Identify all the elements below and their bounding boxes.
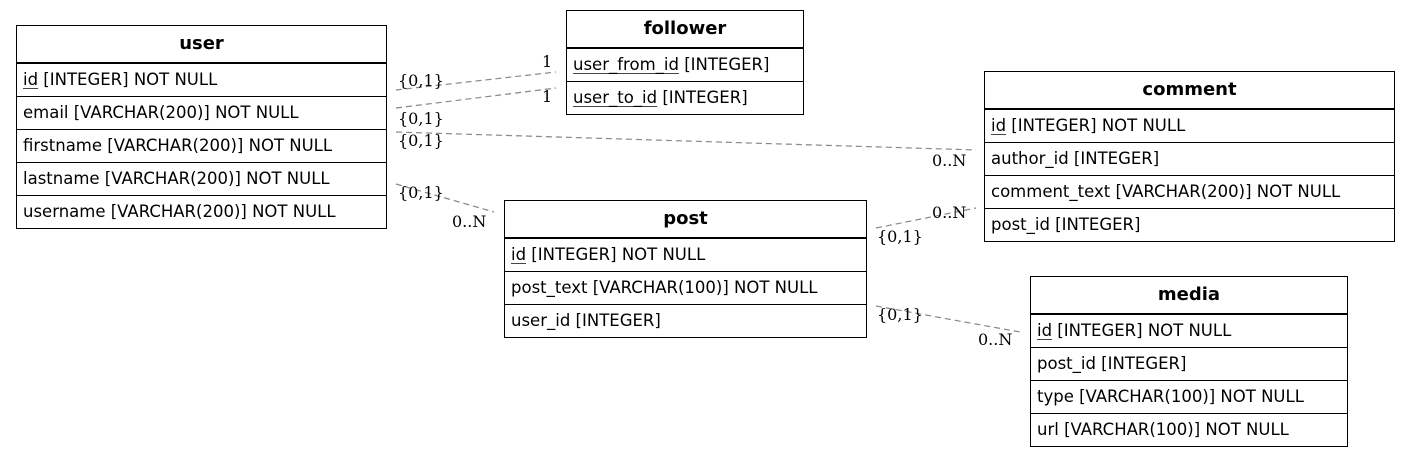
column-row: post_text [VARCHAR(100)] NOT NULL [505,271,866,304]
column-def: [INTEGER] [657,88,748,107]
column-row: post_id [INTEGER] [1031,347,1347,380]
column-def: author_id [INTEGER] [991,149,1160,168]
column-row: id [INTEGER] NOT NULL [17,63,386,96]
rel-user-comment [395,131,977,151]
column-row: type [VARCHAR(100)] NOT NULL [1031,380,1347,413]
column-row: lastname [VARCHAR(200)] NOT NULL [17,162,386,195]
column-row: firstname [VARCHAR(200)] NOT NULL [17,129,386,162]
card-label: {0,1} [877,227,923,246]
column-row: url [VARCHAR(100)] NOT NULL [1031,413,1347,446]
column-row: username [VARCHAR(200)] NOT NULL [17,195,386,228]
primary-key: user_to_id [573,88,658,107]
rel-user-post [395,183,495,213]
card-label: 0..N [978,330,1012,349]
column-row: user_id [INTEGER] [505,304,866,337]
card-label: 0..N [932,151,966,170]
column-row: author_id [INTEGER] [985,142,1394,175]
column-def: lastname [VARCHAR(200)] NOT NULL [23,169,330,188]
table-title: media [1031,277,1347,314]
rel-user-follower-from [395,71,557,91]
primary-key: id [23,70,39,89]
column-row: id [INTEGER] NOT NULL [505,238,866,271]
table-post[interactable]: post id [INTEGER] NOT NULL post_text [VA… [504,200,867,338]
card-label: {0,1} [398,183,444,202]
column-def: [INTEGER] NOT NULL [38,70,218,89]
table-title: comment [985,72,1394,109]
table-title: post [505,201,866,238]
card-label: 0..N [452,212,486,231]
column-def: type [VARCHAR(100)] NOT NULL [1037,387,1304,406]
column-def: [INTEGER] [678,55,770,74]
card-label: 1 [542,87,552,106]
card-label: {0,1} [398,109,444,128]
column-row: comment_text [VARCHAR(200)] NOT NULL [985,175,1394,208]
column-def: post_text [VARCHAR(100)] NOT NULL [511,278,818,297]
column-def: [INTEGER] NOT NULL [1006,116,1186,135]
primary-key: id [511,245,527,264]
column-row: user_from_id [INTEGER] [567,48,803,81]
column-def: [INTEGER] NOT NULL [1052,321,1232,340]
primary-key: id [991,116,1007,135]
rel-post-comment [875,207,977,229]
table-follower[interactable]: follower user_from_id [INTEGER] user_to_… [566,10,804,115]
column-def: [INTEGER] NOT NULL [526,245,706,264]
column-def: firstname [VARCHAR(200)] NOT NULL [23,136,333,155]
table-comment[interactable]: comment id [INTEGER] NOT NULL author_id … [984,71,1395,242]
column-def: email [VARCHAR(200)] NOT NULL [23,103,299,122]
column-row: user_to_id [INTEGER] [567,81,803,114]
column-def: comment_text [VARCHAR(200)] NOT NULL [991,182,1341,201]
card-label: 0..N [932,203,966,222]
column-def: post_id [INTEGER] [1037,354,1187,373]
rel-post-media [875,305,1021,333]
column-row: id [INTEGER] NOT NULL [985,109,1394,142]
primary-key: id [1037,321,1053,340]
table-user[interactable]: user id [INTEGER] NOT NULL email [VARCHA… [16,25,387,229]
card-label: {0,1} [877,305,923,324]
card-label: {0,1} [398,131,444,150]
column-row: post_id [INTEGER] [985,208,1394,241]
table-media[interactable]: media id [INTEGER] NOT NULL post_id [INT… [1030,276,1348,447]
column-row: id [INTEGER] NOT NULL [1031,314,1347,347]
column-row: email [VARCHAR(200)] NOT NULL [17,96,386,129]
column-def: url [VARCHAR(100)] NOT NULL [1037,420,1289,439]
column-def: post_id [INTEGER] [991,215,1141,234]
card-label: {0,1} [398,71,444,90]
table-title: follower [567,11,803,48]
card-label: 1 [542,52,552,71]
table-title: user [17,26,386,63]
primary-key: user_from_id [573,55,679,74]
rel-user-follower-to [395,87,557,109]
column-def: user_id [INTEGER] [511,311,661,330]
column-def: username [VARCHAR(200)] NOT NULL [23,202,336,221]
